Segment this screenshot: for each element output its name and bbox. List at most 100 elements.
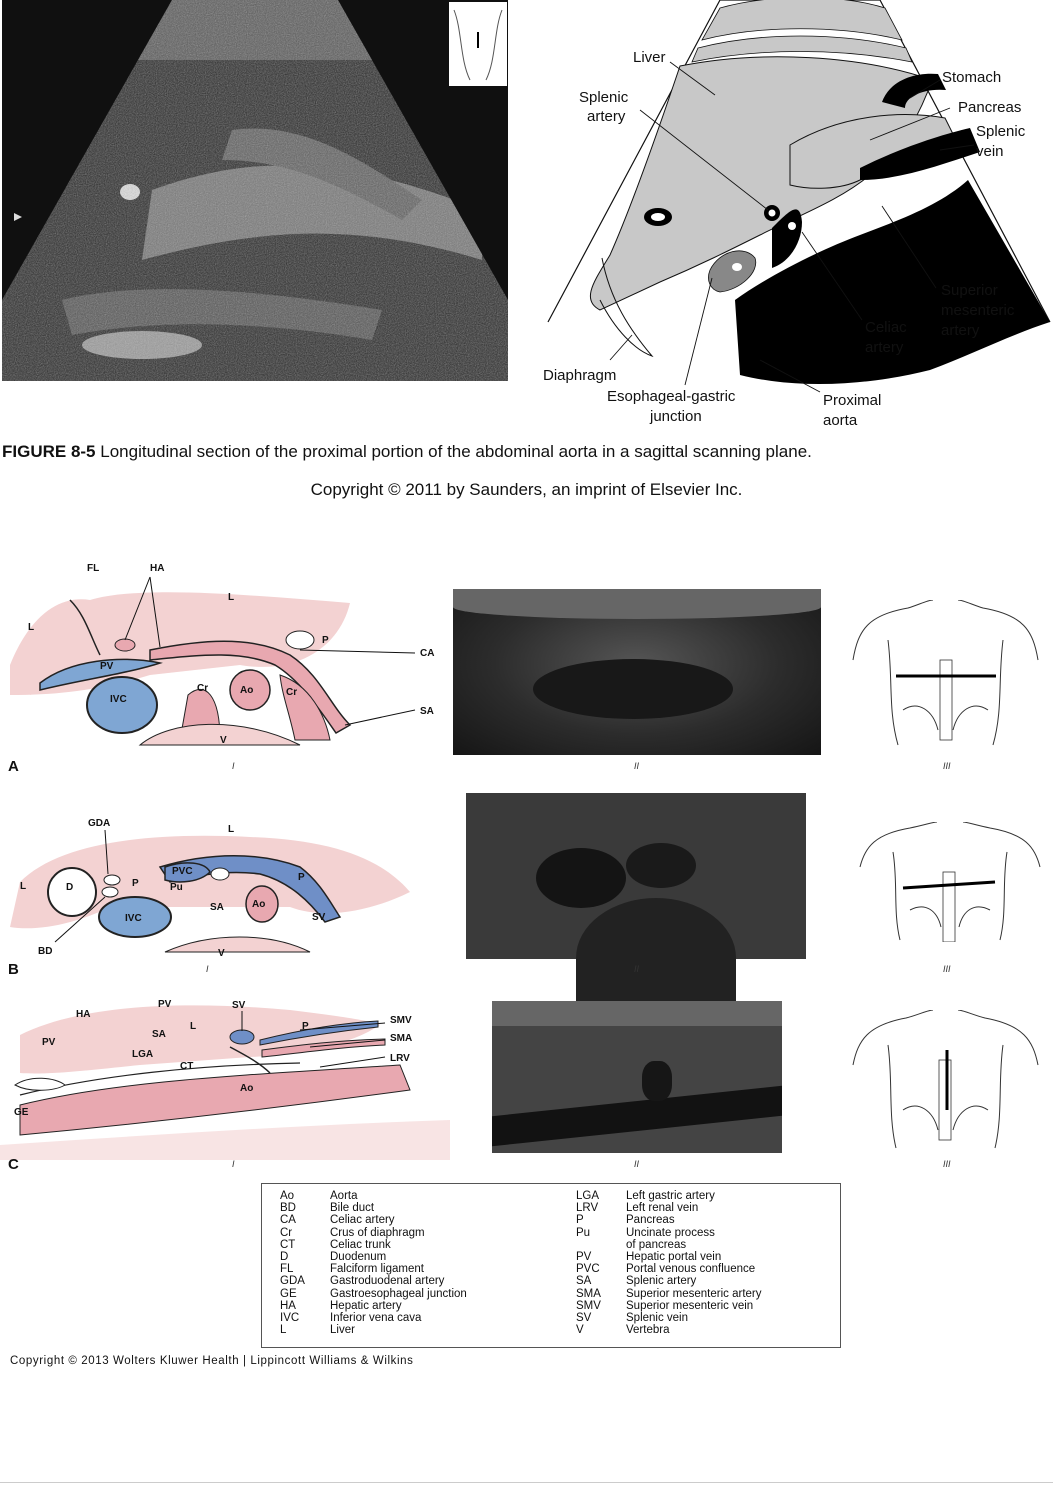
- b-v: V: [218, 948, 225, 959]
- label-stomach: Stomach: [942, 69, 1001, 86]
- ivc: [86, 676, 158, 734]
- legend-row: of pancreas: [576, 1239, 762, 1251]
- legend-abbrev: CT: [280, 1238, 296, 1251]
- roman-b-iii: III: [943, 964, 951, 974]
- aorta-b: [245, 885, 279, 923]
- a-ivc: IVC: [110, 694, 127, 705]
- c-pv1: PV: [158, 999, 172, 1010]
- roman-c-iii: III: [943, 1159, 951, 1169]
- panel-c-body-outline: [852, 1010, 1039, 1149]
- vertebra-a: [138, 723, 301, 746]
- legend-meaning: Hepatic portal vein: [626, 1251, 722, 1264]
- label-splenic-artery-1: Splenic: [579, 89, 629, 106]
- legend-abbrev: SV: [576, 1312, 592, 1325]
- label-liver: Liver: [633, 49, 666, 66]
- legend-abbrev: HA: [280, 1299, 296, 1312]
- a-l2: L: [228, 592, 234, 603]
- b-l1: L: [228, 824, 234, 835]
- legend-meaning: Crus of diaphragm: [330, 1226, 425, 1239]
- splenic-vein-shape: [860, 128, 980, 180]
- c-l: L: [190, 1021, 196, 1032]
- legend-meaning: Inferior vena cava: [330, 1312, 422, 1325]
- label-sma-2: mesenteric: [941, 302, 1015, 319]
- panel-b-drawing: GDA L L D P PVC Pu P SA Ao IVC SV BD V: [10, 818, 410, 959]
- c-smv: SMV: [390, 1015, 412, 1026]
- legend-abbrev: SA: [576, 1275, 592, 1288]
- aorta-a: [229, 669, 271, 711]
- b-p2: P: [298, 872, 305, 883]
- b-l2: L: [20, 881, 26, 892]
- legend-meaning: Left renal vein: [626, 1202, 699, 1215]
- c-p: P: [302, 1021, 309, 1032]
- legend-abbrev: SMA: [576, 1287, 601, 1300]
- label-diaphragm: Diaphragm: [543, 367, 616, 384]
- b-sv: SV: [312, 912, 326, 923]
- panel-a-ultrasound: [453, 589, 821, 755]
- legend-meaning: Gastroesophageal junction: [330, 1287, 467, 1300]
- label-aorta-2: aorta: [823, 412, 858, 429]
- label-egj-1: Esophageal-gastric: [607, 388, 736, 405]
- legend-abbrev: IVC: [280, 1312, 300, 1325]
- legend-meaning: Superior mesenteric artery: [626, 1287, 762, 1300]
- panel-letter-a: A: [8, 758, 19, 775]
- legend-abbrev: LRV: [576, 1202, 599, 1215]
- legend-abbrev: GDA: [280, 1275, 305, 1288]
- label-celiac-2: artery: [865, 339, 904, 356]
- roman-c-i: I: [232, 1159, 235, 1169]
- legend-meaning: Gastroduodenal artery: [330, 1275, 445, 1288]
- a-l1: L: [28, 622, 34, 633]
- legend-row: SA Splenic artery: [576, 1275, 762, 1287]
- legend-meaning: of pancreas: [626, 1238, 687, 1251]
- a-ha: HA: [150, 563, 164, 574]
- sv-c: [229, 1029, 255, 1045]
- legend-abbrev: V: [576, 1324, 584, 1337]
- legend-row: LRV Left renal vein: [576, 1202, 762, 1214]
- legend-meaning: Vertebra: [626, 1324, 670, 1337]
- panel-c-drawing: PV SV HA SA L P SMV PV LGA SMA CT LRV Ao…: [0, 999, 450, 1160]
- label-splenic-artery-2: artery: [587, 108, 626, 125]
- c-lga: LGA: [132, 1049, 153, 1060]
- b-d: D: [66, 882, 73, 893]
- legend-abbrev: PVC: [576, 1263, 600, 1276]
- legend-meaning: Duodenum: [330, 1251, 387, 1264]
- legend-abbrev: [576, 1239, 626, 1251]
- a-v: V: [220, 735, 227, 746]
- roman-a-i: I: [232, 761, 235, 771]
- panel-c-ultrasound: [492, 1001, 782, 1153]
- legend-row: GDA Gastroduodenal artery: [280, 1275, 467, 1287]
- ivc-b: [98, 896, 172, 938]
- a-sa: SA: [420, 706, 434, 717]
- legend-abbrev: L: [280, 1324, 287, 1337]
- aorta-c: [19, 1064, 411, 1136]
- legend-abbrev: FL: [280, 1263, 294, 1276]
- legend-meaning: Liver: [330, 1324, 355, 1337]
- legend-abbrev: LGA: [576, 1190, 600, 1202]
- label-sma-3: artery: [941, 322, 980, 339]
- ultrasound-image-8-5: [2, 0, 508, 381]
- a-fl: FL: [87, 563, 99, 574]
- label-splenic-vein-2: vein: [976, 143, 1004, 160]
- copyright-elsevier: Copyright © 2011 by Saunders, an imprint…: [310, 480, 743, 499]
- legend-row: SMA Superior mesenteric artery: [576, 1288, 762, 1300]
- legend-meaning: Splenic artery: [626, 1275, 697, 1288]
- legend-meaning: Aorta: [330, 1190, 358, 1202]
- panel-b-ultrasound: [466, 793, 806, 1018]
- celiac-artery-arc: [149, 640, 352, 734]
- skin-layer: [701, 0, 903, 41]
- panel-a-body-outline: [852, 600, 1039, 746]
- c-sma: SMA: [390, 1033, 412, 1044]
- a-pv: PV: [100, 661, 114, 672]
- b-bd: BD: [38, 946, 52, 957]
- page-bottom-rule: [0, 1482, 1053, 1483]
